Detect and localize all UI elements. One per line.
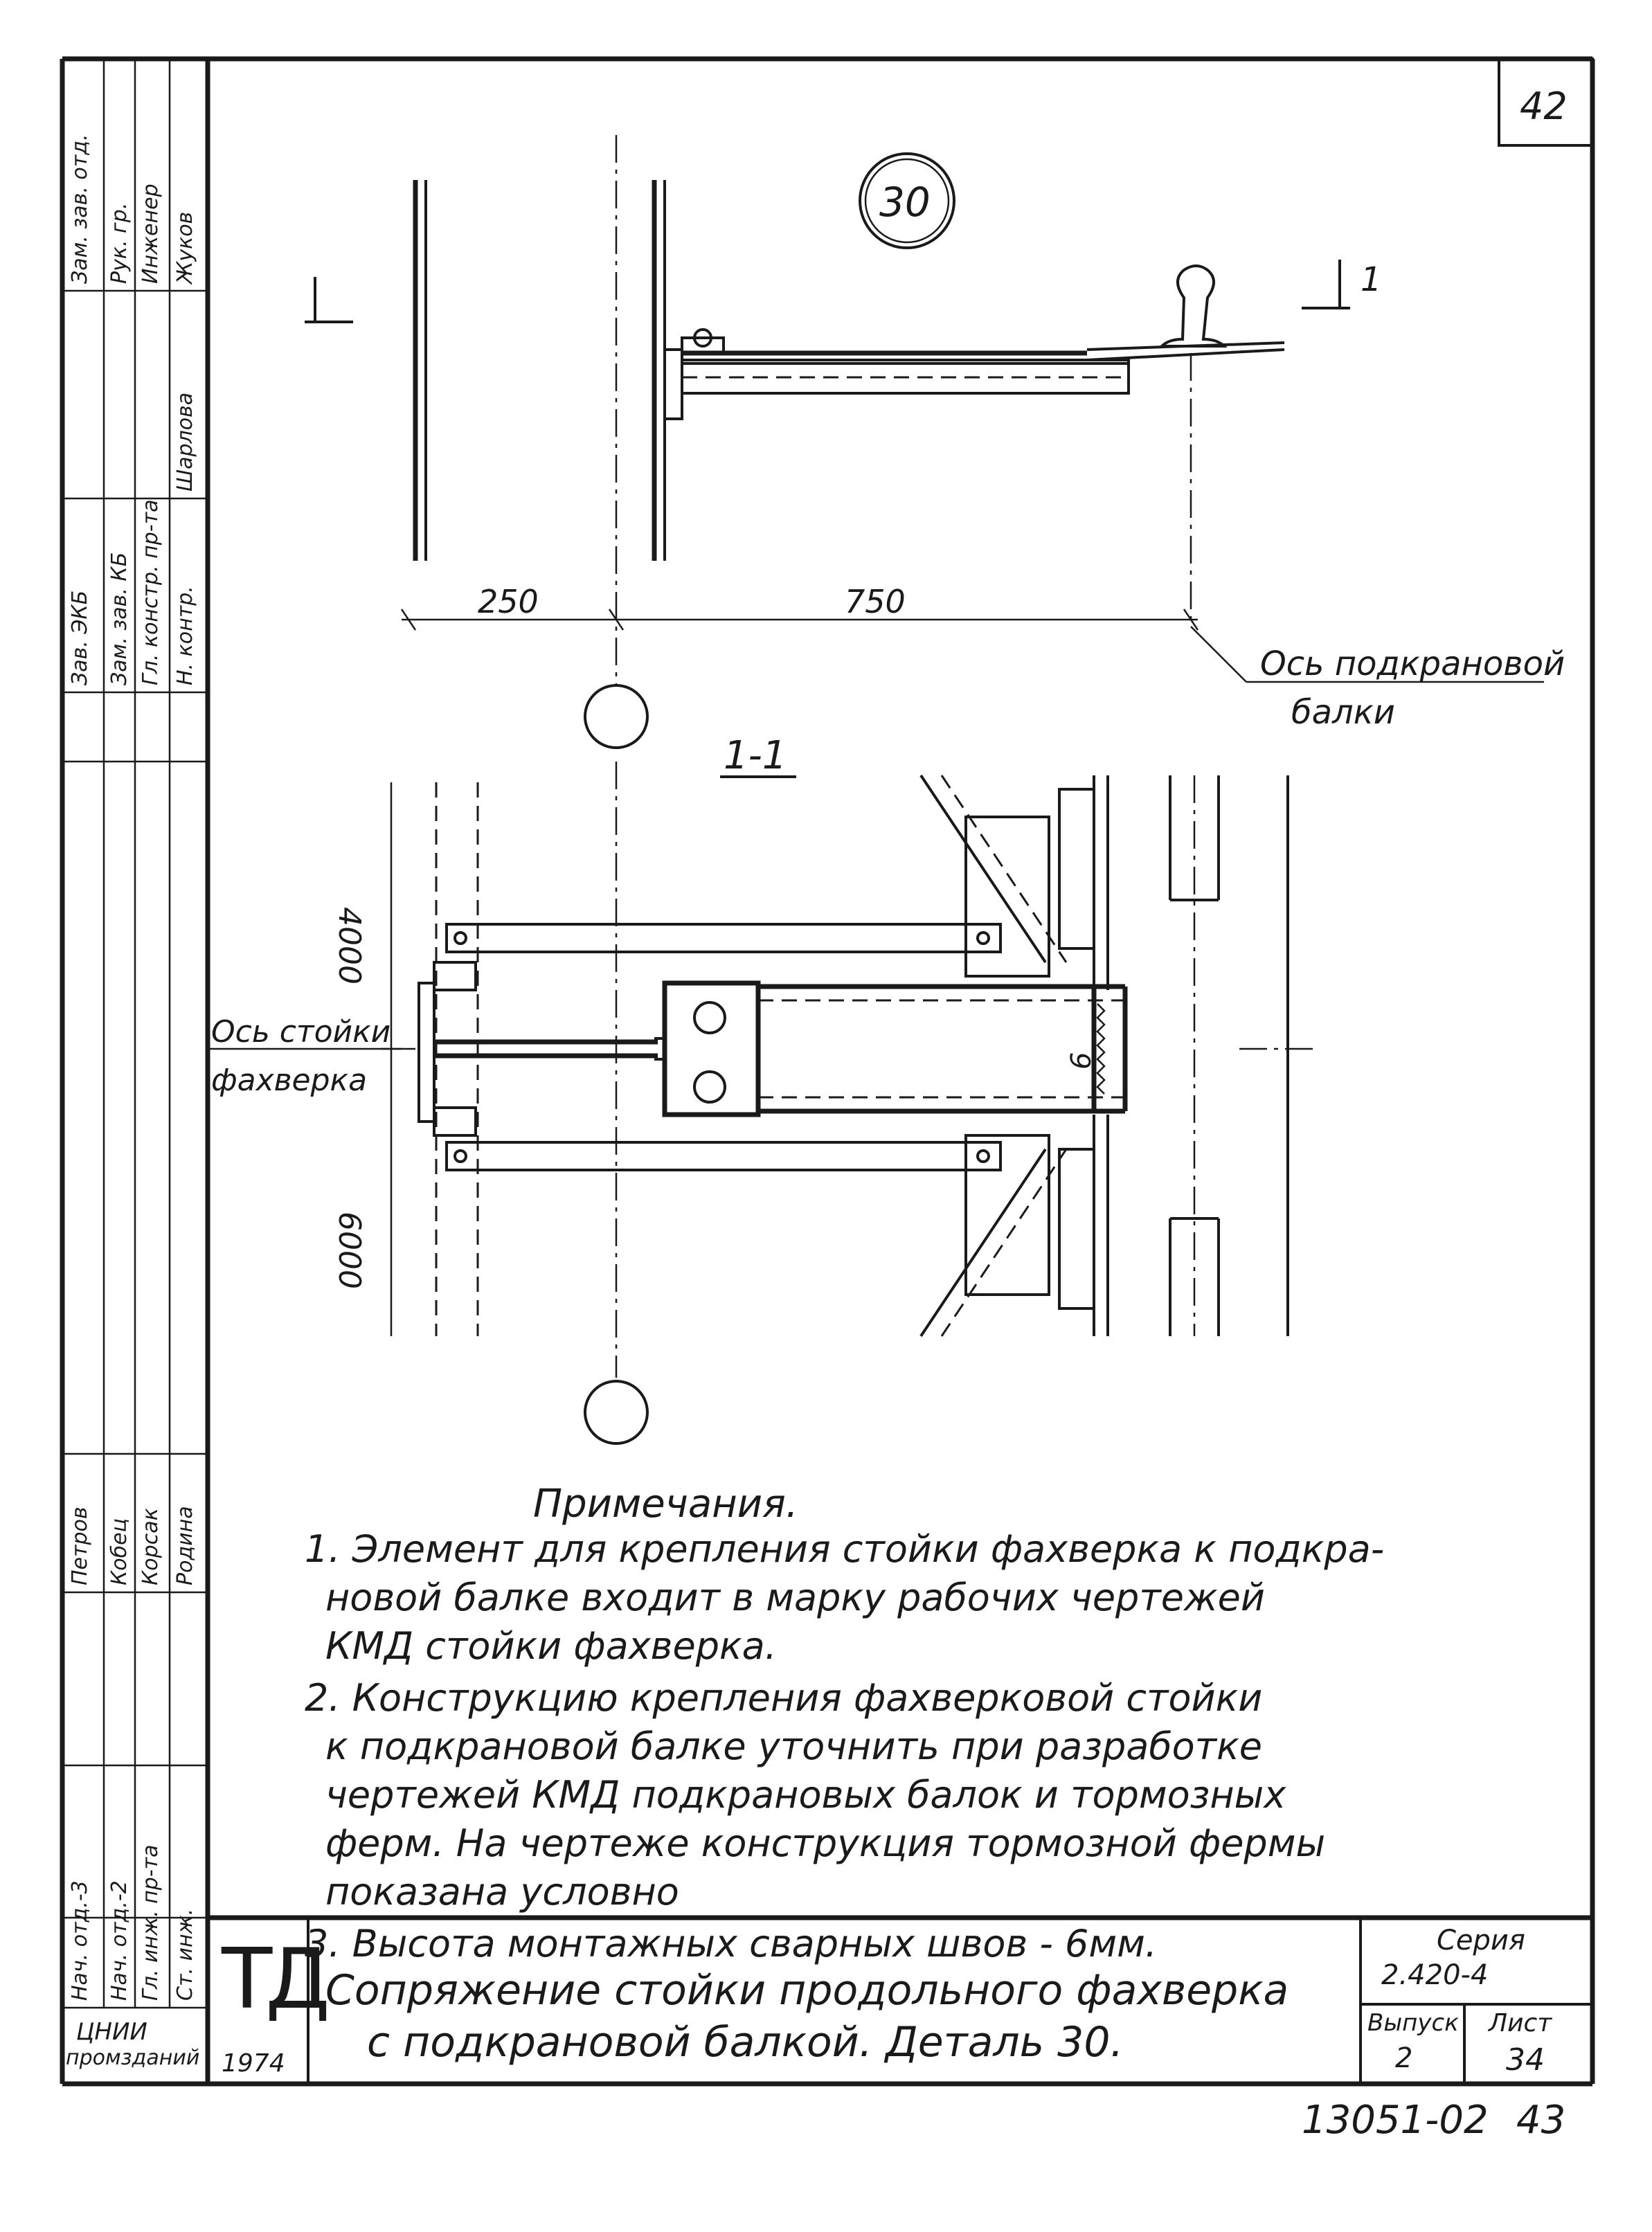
stamp-role: Зам. зав. отд. — [68, 134, 92, 284]
stamp-role: Зам. зав. КБ — [107, 552, 132, 685]
issue-value: 2 — [1395, 2042, 1413, 2074]
sheet-frame — [60, 56, 1595, 2087]
organization-line2: промзданий — [66, 2046, 200, 2070]
dimension-250: 250 — [478, 583, 539, 620]
note-line: к подкрановой балке уточнить при разрабо… — [325, 1725, 1262, 1768]
stamp-name: Родина — [173, 1506, 197, 1585]
dimension-4000: 4000 — [332, 907, 367, 984]
note-line: ферм. На чертеже конструкция тормозной ф… — [325, 1821, 1326, 1865]
title-block-year: 1974 — [222, 2049, 285, 2078]
weld-size-label: 6 — [1066, 1052, 1097, 1070]
stamp-role: Ст. инж. — [173, 1908, 197, 2001]
note-line: 3. Высота монтажных сварных швов - 6мм. — [305, 1922, 1158, 1965]
stamp-role: Нач. отд.-3 — [68, 1880, 92, 2001]
note-line: чертежей КМД подкрановых балок и тормозн… — [325, 1773, 1286, 1817]
note-line: 1. Элемент для крепления стойки фахверка… — [305, 1527, 1385, 1571]
note-line: КМД стойки фахверка. — [325, 1624, 777, 1668]
stamp-name: Кобец — [107, 1518, 132, 1585]
section-mark-label: 1 — [1361, 260, 1382, 299]
page-number: 42 — [1520, 84, 1568, 128]
note-line: 2. Конструкцию крепления фахверковой сто… — [305, 1676, 1263, 1720]
stamp-role: Н. контр. — [173, 586, 197, 685]
approval-stamp-column — [62, 289, 208, 2009]
stamp-name: Корсак — [138, 1508, 163, 1585]
issue-label: Выпуск — [1367, 2009, 1459, 2037]
institute-logo: ТД — [222, 1932, 330, 2028]
footer-page-number: 43 — [1516, 2098, 1566, 2143]
drawing-title-line2: с подкрановой балкой. Деталь 30. — [367, 2018, 1124, 2067]
crane-beam-axis-label-line1: Ось подкрановой — [1260, 645, 1565, 683]
detail-30-plan-view: 1 30 250 750 Ось подкрановой балки — [305, 135, 1565, 749]
note-line: показана условно — [325, 1870, 679, 1914]
stamp-role: Инженер — [138, 183, 163, 284]
stamp-name: Петров — [68, 1506, 92, 1585]
dimension-6000: 6000 — [332, 1212, 367, 1289]
notes-title: Примечания. — [533, 1482, 798, 1527]
stamp-role: Нач. отд.-2 — [107, 1880, 132, 2001]
archive-number: 13051-02 — [1302, 2098, 1489, 2143]
sheet-label: Лист — [1489, 2009, 1552, 2037]
page-number-box: 42 — [1498, 57, 1594, 147]
series-label: Серия — [1437, 1925, 1525, 1956]
stamp-role: Рук. гр. — [107, 202, 132, 284]
dimension-750: 750 — [845, 583, 906, 620]
stamp-role: Гл. инж. пр-та — [138, 1844, 163, 2001]
crane-beam-axis-label-line2: балки — [1291, 693, 1395, 732]
note-line: новой балке входит в марку рабочих черте… — [325, 1576, 1265, 1619]
column-axis-label-line2: фахверка — [211, 1063, 367, 1098]
sheet-value: 34 — [1506, 2042, 1545, 2078]
column-axis-label-line1: Ось стойки — [211, 1014, 390, 1050]
section-title: 1-1 — [724, 733, 787, 778]
series-value: 2.420-4 — [1381, 1959, 1489, 1991]
stamp-name: Шарлова — [173, 392, 197, 492]
drawing-title-line1: Сопряжение стойки продольного фахверка — [325, 1966, 1289, 2015]
title-block-frame — [208, 1915, 1592, 2084]
section-1-1-view: 1-1 6 — [208, 733, 1316, 1445]
stamp-name: Зав. ЭКБ — [68, 590, 92, 685]
stamp-role: Гл. констр. пр-та — [138, 499, 163, 685]
stamp-name: Жуков — [173, 211, 197, 284]
organization-line1: ЦНИИ — [76, 2018, 147, 2046]
detail-marker: 30 — [879, 179, 931, 226]
